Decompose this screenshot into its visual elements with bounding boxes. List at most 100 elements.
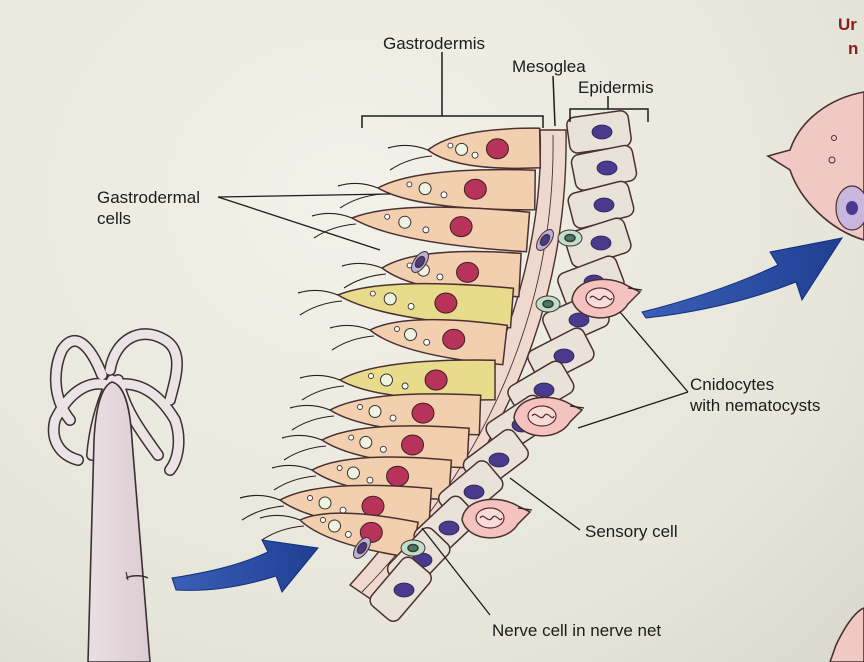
label-sensory-cell: Sensory cell [585, 522, 678, 541]
nematocyst-thread [479, 515, 503, 521]
nucleus [438, 520, 460, 536]
gastrodermal-cell [311, 206, 531, 253]
vacuole [384, 213, 391, 220]
vacuole [357, 404, 363, 410]
vacuole [359, 435, 373, 449]
vacuole [339, 506, 347, 514]
cnidocyte [461, 498, 533, 539]
nucleus [463, 178, 487, 200]
gastrodermal-cell [281, 425, 470, 469]
gastrodermal-cell [329, 318, 509, 366]
arrow-to-cnidocyte [641, 237, 844, 319]
vacuole [418, 182, 432, 196]
label-epidermis: Epidermis [578, 78, 654, 97]
nucleus [356, 541, 368, 555]
nucleus [485, 138, 509, 160]
cnidocyte-closeup-fragment [766, 91, 864, 662]
gastrodermal-pointer-2 [217, 196, 381, 251]
gastrodermal-cell [289, 393, 482, 436]
vacuole [346, 466, 360, 480]
nucleus [414, 255, 426, 269]
vacuole [394, 326, 400, 332]
nucleus [553, 348, 575, 364]
label-gastrodermal-line1: Gastrodermal [97, 188, 200, 207]
nucleus [568, 312, 590, 328]
vacuole [389, 414, 397, 422]
nucleus [393, 582, 415, 598]
gastrodermal-cell [387, 127, 542, 171]
gastrodermis-layer [239, 127, 554, 559]
vacuole [318, 496, 332, 510]
nucleus [424, 369, 448, 391]
cropped-heading-line1: Ur [838, 15, 857, 34]
epidermal-cell [564, 217, 632, 268]
vacuole [423, 338, 431, 346]
vacuole [406, 181, 413, 188]
cnidocyte-pointer-1 [619, 311, 689, 393]
cnidocil [569, 405, 585, 409]
vacuole [407, 303, 415, 310]
label-nerve-cell: Nerve cell in nerve net [492, 621, 662, 640]
epidermal-cell [369, 556, 432, 622]
label-gastrodermis: Gastrodermis [383, 34, 486, 53]
vacuole [368, 405, 382, 418]
sensory-pointer [509, 477, 581, 531]
cnidocil [627, 287, 643, 291]
vacuole [447, 142, 454, 149]
nucleus [593, 197, 615, 213]
nucleus [449, 216, 473, 238]
gastrodermal-cell [297, 282, 515, 329]
arrow-to-tissue [171, 539, 319, 593]
nematocyst [585, 287, 615, 309]
nucleus [401, 434, 425, 456]
vacuole [366, 476, 374, 484]
nerve-pointer [421, 527, 491, 616]
label-cnidocytes-line2: with nematocysts [690, 396, 821, 415]
gastrodermal-pointer-1 [217, 193, 391, 198]
vacuole [436, 273, 444, 281]
label-mesoglea: Mesoglea [512, 57, 586, 76]
vacuole [344, 530, 352, 538]
vacuole [404, 328, 417, 341]
nucleus [386, 465, 410, 487]
vacuole [398, 215, 412, 229]
gastrodermal-cell [299, 359, 496, 401]
label-gastrodermal-line2: cells [97, 209, 132, 228]
cropped-heading-line2: n [848, 39, 859, 58]
nematocyst-thread [531, 413, 555, 419]
nucleus [488, 452, 510, 468]
nucleus [539, 233, 551, 247]
label-gastrodermal-cells: Gastrodermal cells [97, 187, 200, 229]
nucleus [596, 160, 618, 176]
vacuole [348, 434, 355, 441]
cnidocytes [461, 278, 643, 539]
vacuole [383, 292, 397, 306]
vacuole [368, 373, 374, 379]
vacuole [336, 465, 343, 471]
nucleus [456, 261, 480, 283]
vacuole [307, 495, 313, 501]
vacuole [471, 151, 479, 159]
vacuole [369, 290, 376, 297]
vacuole [320, 517, 326, 523]
nucleus [533, 382, 555, 398]
cnidocyte [571, 278, 643, 319]
vacuole [379, 445, 387, 453]
hydra-illustration [47, 328, 185, 662]
vacuole [422, 226, 430, 234]
cnidocyte-pointer-2 [577, 391, 689, 429]
vacuole [440, 191, 448, 199]
nucleus [407, 543, 419, 553]
nematocyst-thread [589, 295, 613, 301]
pointer-lines [217, 193, 689, 616]
nematocyst [527, 405, 557, 427]
nucleus [411, 402, 435, 424]
nucleus [463, 484, 485, 500]
nucleus [564, 233, 576, 243]
cnidocyte [513, 396, 585, 437]
nucleus [542, 299, 554, 309]
vacuole [455, 142, 469, 156]
nucleus [442, 328, 466, 350]
